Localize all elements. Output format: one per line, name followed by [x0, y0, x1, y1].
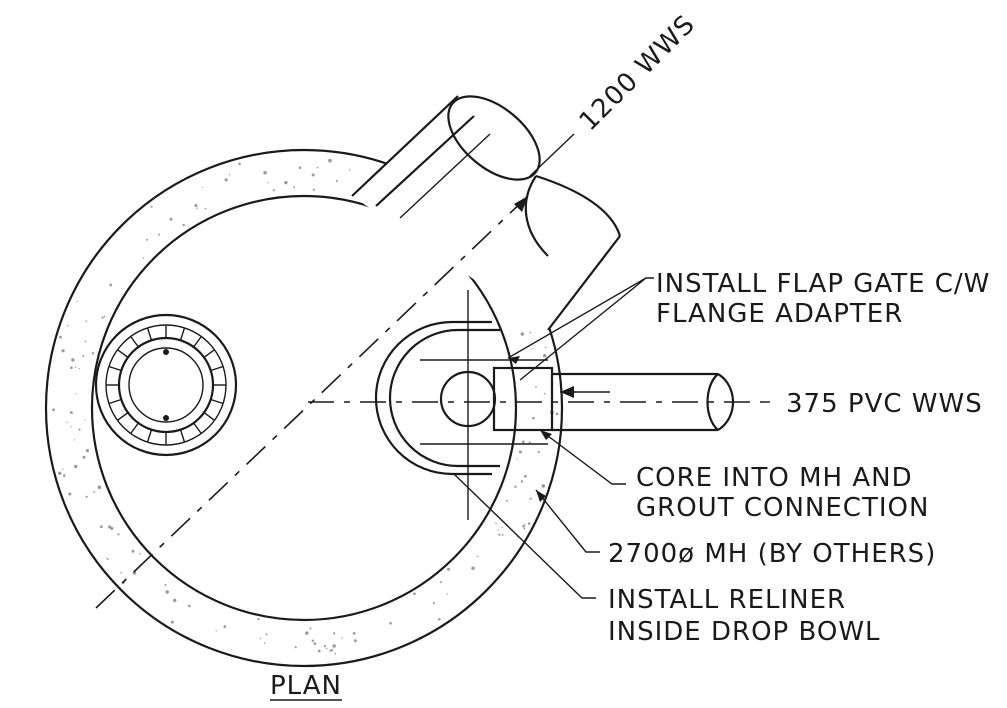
label-manhole: 2700ø MH (BY OTHERS)	[608, 539, 936, 569]
label-flap-gate-2: FLANGE ADAPTER	[656, 299, 903, 329]
label-core-2: GROUT CONNECTION	[636, 493, 929, 523]
drop-bowl	[374, 290, 548, 520]
concrete-hatch	[52, 158, 559, 655]
pipe-375-pvc	[492, 366, 734, 432]
leader-lines	[453, 133, 770, 599]
label-core-1: CORE INTO MH AND	[636, 463, 913, 493]
label-flap-gate-1: INSTALL FLAP GATE C/W	[656, 269, 990, 299]
pipe-1200-wws	[351, 95, 622, 331]
cover-ribs	[106, 325, 226, 445]
label-reliner-2: INSIDE DROP BOWL	[608, 617, 881, 647]
label-1200-wws: 1200 WWS	[574, 9, 702, 137]
label-reliner-1: INSTALL RELINER	[608, 585, 846, 615]
view-title: PLAN	[270, 671, 342, 701]
manhole-wall	[44, 148, 564, 668]
label-375-pvc: 375 PVC WWS	[786, 389, 983, 419]
manhole-cover	[94, 313, 238, 457]
